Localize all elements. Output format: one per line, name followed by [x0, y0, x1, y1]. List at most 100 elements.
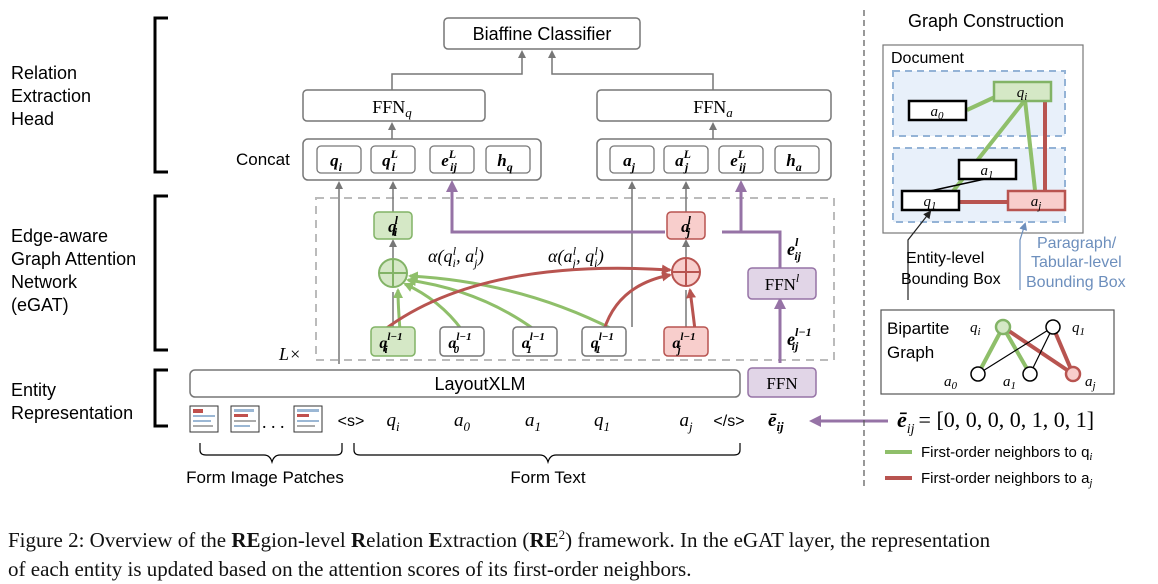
bip-node-aj: [1064, 365, 1082, 383]
layoutxlm-box: [189, 369, 741, 398]
bip-node-a1: [1022, 366, 1038, 382]
concat-left-box: [302, 138, 542, 181]
bipartite-line1: Bipartite: [887, 319, 949, 338]
ffn-q-label: FFNq: [372, 97, 412, 120]
alpha-left-label: α(qil, ajl): [428, 244, 484, 270]
form-token: qi: [386, 410, 400, 434]
doc-node-a1: [957, 158, 1018, 181]
svg-text:Edge-aware Graph Attenti: Edge-aware Graph Attention Network (eGAT…: [11, 226, 141, 315]
node-a-l: [666, 211, 706, 240]
concat-right-box: [596, 138, 832, 181]
brace-form-image: [199, 443, 343, 465]
doc-node-aj: [1006, 189, 1067, 212]
head-labels: Relation Extraction Head Edge-aware Grap…: [11, 16, 168, 428]
legend-red-text: First-order neighbors to aj: [921, 470, 1092, 489]
biaffine-classifier-label: Biaffine Classifier: [473, 24, 612, 44]
layer-count-label: L×: [278, 344, 301, 364]
concat-right-cell: [718, 145, 764, 174]
svg-text:a0: a0: [931, 104, 945, 122]
form-token: <s>: [338, 413, 365, 430]
form-token: a1: [525, 410, 541, 434]
alpha-right-label: α(ajl, qil): [548, 244, 604, 270]
concat-label: Concat: [236, 150, 290, 169]
svg-text:Entity-level Bounding Bo: Entity-level Bounding Box: [901, 250, 1001, 288]
label-network: Network: [11, 272, 78, 292]
label-representation: Representation: [11, 403, 133, 423]
label-relation: Relation: [11, 63, 77, 83]
bracket-egat: [153, 194, 168, 352]
form-text-label: Form Text: [510, 468, 586, 487]
egat-input-node: [439, 326, 485, 357]
svg-text:Paragraph/ Tabular-level: Paragraph/ Tabular-level Bounding Box: [1026, 235, 1126, 291]
form-image-patch-1: [189, 405, 219, 433]
aggregate-circle-red: [671, 257, 701, 287]
ffn-a-box: [596, 89, 832, 122]
aggregate-circle-green: [378, 258, 408, 288]
form-text-tokens: <s> qi a0 a1 q1 aj </s>: [338, 410, 745, 434]
concat-left-cell: [429, 145, 475, 174]
ffn-a-label: FFNa: [693, 97, 733, 120]
e-bar-token: ēij: [768, 410, 784, 434]
svg-text:Entity Representation: Entity Representation: [11, 380, 133, 423]
figure-caption: Figure 2: Overview of the REgion-level R…: [8, 527, 991, 581]
svg-text:q1: q1: [924, 194, 937, 212]
label-egat: (eGAT): [11, 295, 69, 315]
concat-left-symbol: qi: [330, 151, 343, 174]
concat-right-cell: [774, 145, 820, 174]
form-token: q1: [594, 410, 610, 434]
concat-left-cell: [370, 145, 416, 174]
bip-node-q1: [1045, 319, 1061, 335]
ffn-l-box: [747, 267, 817, 300]
relation-head: Biaffine Classifier FFNq FFNa Concat qi q…: [236, 17, 832, 181]
legend-green-text: First-order neighbors to qi: [921, 444, 1092, 463]
svg-text:a1: a1: [981, 163, 994, 181]
para-bbox-line2: Tabular-level: [1031, 254, 1122, 271]
svg-text:Bipartite Graph: Bipartite Graph: [887, 319, 954, 362]
form-token: a0: [454, 410, 471, 434]
biaffine-classifier-box: [443, 17, 641, 50]
concat-right-cell: [663, 145, 709, 174]
svg-text:aj: aj: [1085, 374, 1096, 392]
concat-left-symbol: hq: [497, 151, 512, 174]
graph-construction: Graph Construction Document a0 qi a1 q1 …: [880, 11, 1126, 489]
concat-left-cell: [316, 145, 362, 174]
concat-right-symbol: ha: [786, 151, 801, 174]
label-entity: Entity: [11, 380, 56, 400]
concat-right-symbol: aj: [623, 151, 636, 174]
layoutxlm-label: LayoutXLM: [434, 374, 525, 394]
form-image-patch-2: [230, 405, 260, 433]
para-bbox-line1: Paragraph/: [1037, 235, 1117, 252]
document-label: Document: [891, 50, 964, 67]
egat-input-node: [512, 326, 558, 357]
svg-text:Relation Extraction: Relation Extraction Head: [11, 63, 96, 129]
form-token: aj: [679, 410, 693, 434]
graph-construction-title: Graph Construction: [908, 11, 1064, 31]
brace-form-text: [353, 443, 741, 465]
concat-left-cell: [485, 145, 531, 174]
e-bar-equation: ēij= [0, 0, 0, 0, 1, 0, 1]: [897, 407, 1094, 437]
form-image-patches-label: Form Image Patches: [186, 468, 344, 487]
egat-input-node: [370, 326, 416, 357]
doc-node-a0: [907, 99, 968, 122]
ffn-bottom-label: FFN: [766, 374, 797, 393]
label-graph-attention: Graph Attention: [11, 249, 136, 269]
egat-input-node: [581, 326, 627, 357]
bracket-entity-rep: [153, 368, 168, 428]
egat-dashed-frame: [315, 197, 835, 361]
form-token: </s>: [713, 413, 744, 430]
